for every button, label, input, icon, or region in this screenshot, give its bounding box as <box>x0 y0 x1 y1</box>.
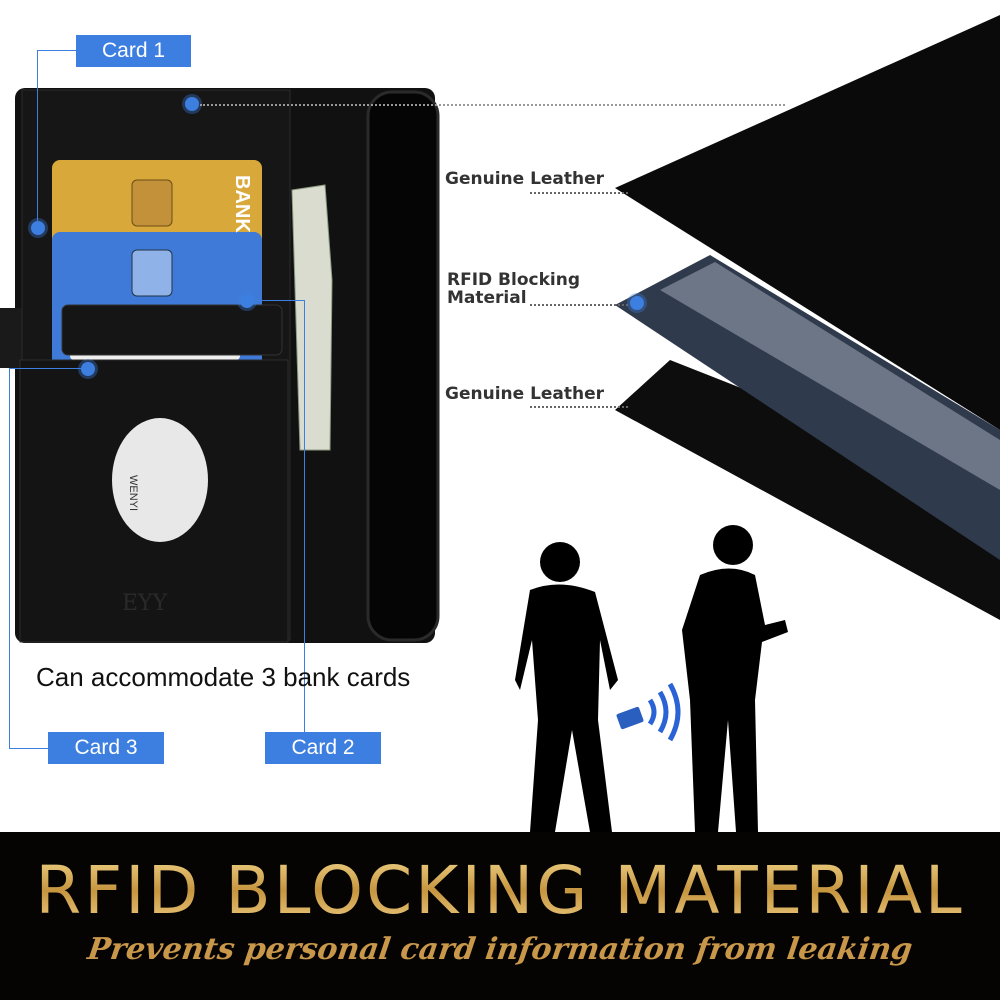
blue-card-in-hand <box>616 706 644 730</box>
top-leather-layer <box>615 15 1000 430</box>
person-with-card-silhouette <box>515 542 618 832</box>
phone-case <box>366 90 440 642</box>
gold-card-chip <box>131 179 173 227</box>
rfid-layer-marker <box>630 296 644 310</box>
people-silhouettes <box>515 525 788 832</box>
capacity-caption: Can accommodate 3 bank cards <box>36 662 411 692</box>
card1-leader-h <box>37 50 77 51</box>
card3-leader-h2 <box>9 748 49 749</box>
card1-leader-v <box>37 50 38 230</box>
card2-leader-h <box>250 300 304 301</box>
card-bank-text: BANK <box>231 175 253 233</box>
bottom-leather-leader <box>530 406 628 408</box>
card3-marker <box>81 362 95 376</box>
rfid-blocking-stripe <box>660 262 1000 490</box>
card2-leader-v <box>304 300 305 732</box>
card2-label: Card 2 <box>265 732 381 764</box>
button-brand: WENYI <box>127 475 139 511</box>
top-leather-leader <box>530 192 628 194</box>
wallet-strap <box>0 308 25 368</box>
person-with-phone-silhouette <box>682 525 788 832</box>
card3-leader-v <box>9 368 10 748</box>
banner-subtitle: Prevents personal card information from … <box>85 932 915 967</box>
card1-marker <box>31 221 45 235</box>
layer-label-rfid: RFID Blocking Material <box>447 270 581 308</box>
wallet-brand-logo: EYY <box>122 591 168 616</box>
banner-title: RFID BLOCKING MATERIAL <box>0 852 1000 929</box>
rfid-button <box>112 418 208 542</box>
wallet-illustration: BANK WENYI EYY <box>0 88 440 643</box>
cash-notes <box>291 184 333 451</box>
layer-label-top-leather: Genuine Leather <box>445 169 605 189</box>
rfid-layer-leader <box>530 304 628 306</box>
card-slot <box>61 304 283 356</box>
card3-leader-h <box>9 368 87 369</box>
material-layers <box>615 15 1000 620</box>
rfid-signal-icon <box>647 682 681 742</box>
card3-label: Card 3 <box>48 732 164 764</box>
layer-label-bottom-leather: Genuine Leather <box>445 384 605 404</box>
card1-label: Card 1 <box>76 35 191 67</box>
pocket-leader <box>200 104 785 106</box>
bottom-leather-layer <box>615 360 1000 620</box>
pocket-marker <box>185 97 199 111</box>
blue-card-chip <box>131 249 173 297</box>
rfid-banner: RFID BLOCKING MATERIAL Prevents personal… <box>0 832 1000 1000</box>
rfid-blocking-layer <box>615 255 1000 560</box>
card2-marker <box>240 294 254 308</box>
